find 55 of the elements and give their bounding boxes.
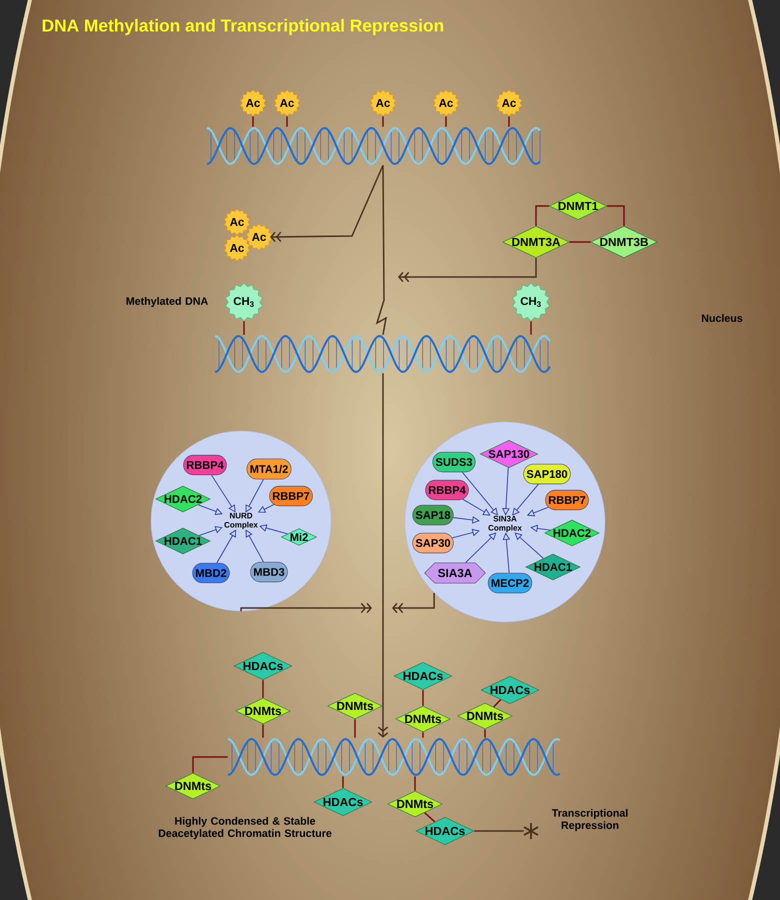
title: DNA Methylation and Transcriptional Repression	[42, 18, 444, 36]
arrow	[240, 602, 372, 614]
acetyl-badge: Ac	[432, 90, 460, 116]
acetyl-badge: Ac	[246, 224, 272, 250]
connector-line	[530, 321, 532, 335]
complex-label: SIN3A Complex	[488, 516, 522, 532]
connector-line	[192, 756, 228, 773]
arrow	[270, 164, 384, 242]
connector-line	[354, 719, 356, 738]
methyl-badge: CH$_{3}$	[225, 282, 263, 322]
connector-line	[508, 116, 510, 127]
process-label: Transcriptional Repression	[552, 808, 628, 832]
connector-line	[607, 205, 625, 226]
arrow	[502, 467, 510, 516]
arrow	[465, 532, 496, 563]
dna-helix-drawing	[227, 738, 560, 776]
arrow	[462, 472, 498, 516]
connector-line	[570, 241, 590, 243]
acetyl-badge: Ac	[496, 90, 522, 116]
region-label: Nucleus	[702, 314, 742, 322]
connector-line	[262, 680, 264, 698]
protein-hexagon: SIA3A	[424, 562, 486, 584]
acetyl-badge: Ac	[224, 234, 250, 262]
connector-line	[535, 205, 549, 226]
connector-line	[414, 776, 416, 791]
connector-line	[422, 690, 424, 706]
arrow	[378, 373, 388, 738]
connector-line	[445, 116, 447, 127]
acetyl-badge: Ac	[224, 208, 250, 236]
connector-line	[493, 699, 502, 708]
arrow	[462, 498, 490, 516]
acetyl-badge: Ac	[370, 90, 396, 116]
connector-line	[474, 830, 524, 832]
structure-caption: Highly Condensed & Stable Deacetylated Chromatin Structure	[158, 816, 332, 840]
connector-line	[286, 116, 288, 127]
acetyl-badge: Ac	[240, 90, 266, 116]
connector-line	[422, 732, 424, 738]
connector-line	[342, 776, 344, 788]
connector-line	[484, 729, 486, 738]
methyl-badge: CH$_{3}$	[512, 282, 550, 322]
complex-label: NURD Complex	[224, 512, 258, 530]
connector-line	[243, 321, 245, 335]
connector-line	[424, 812, 436, 822]
connector-line	[382, 116, 384, 127]
dna-helix-drawing	[206, 127, 540, 165]
arrow	[392, 592, 435, 614]
connector-line	[262, 724, 264, 738]
arrow	[512, 484, 539, 516]
acetyl-badge: Ac	[274, 90, 300, 116]
asterisk-symbol	[523, 822, 539, 840]
connector-line	[252, 116, 254, 127]
dna-helix-drawing	[214, 335, 551, 373]
dna-label: Methylated DNA	[126, 297, 208, 307]
connector-line	[376, 165, 387, 335]
arrow	[398, 258, 537, 282]
